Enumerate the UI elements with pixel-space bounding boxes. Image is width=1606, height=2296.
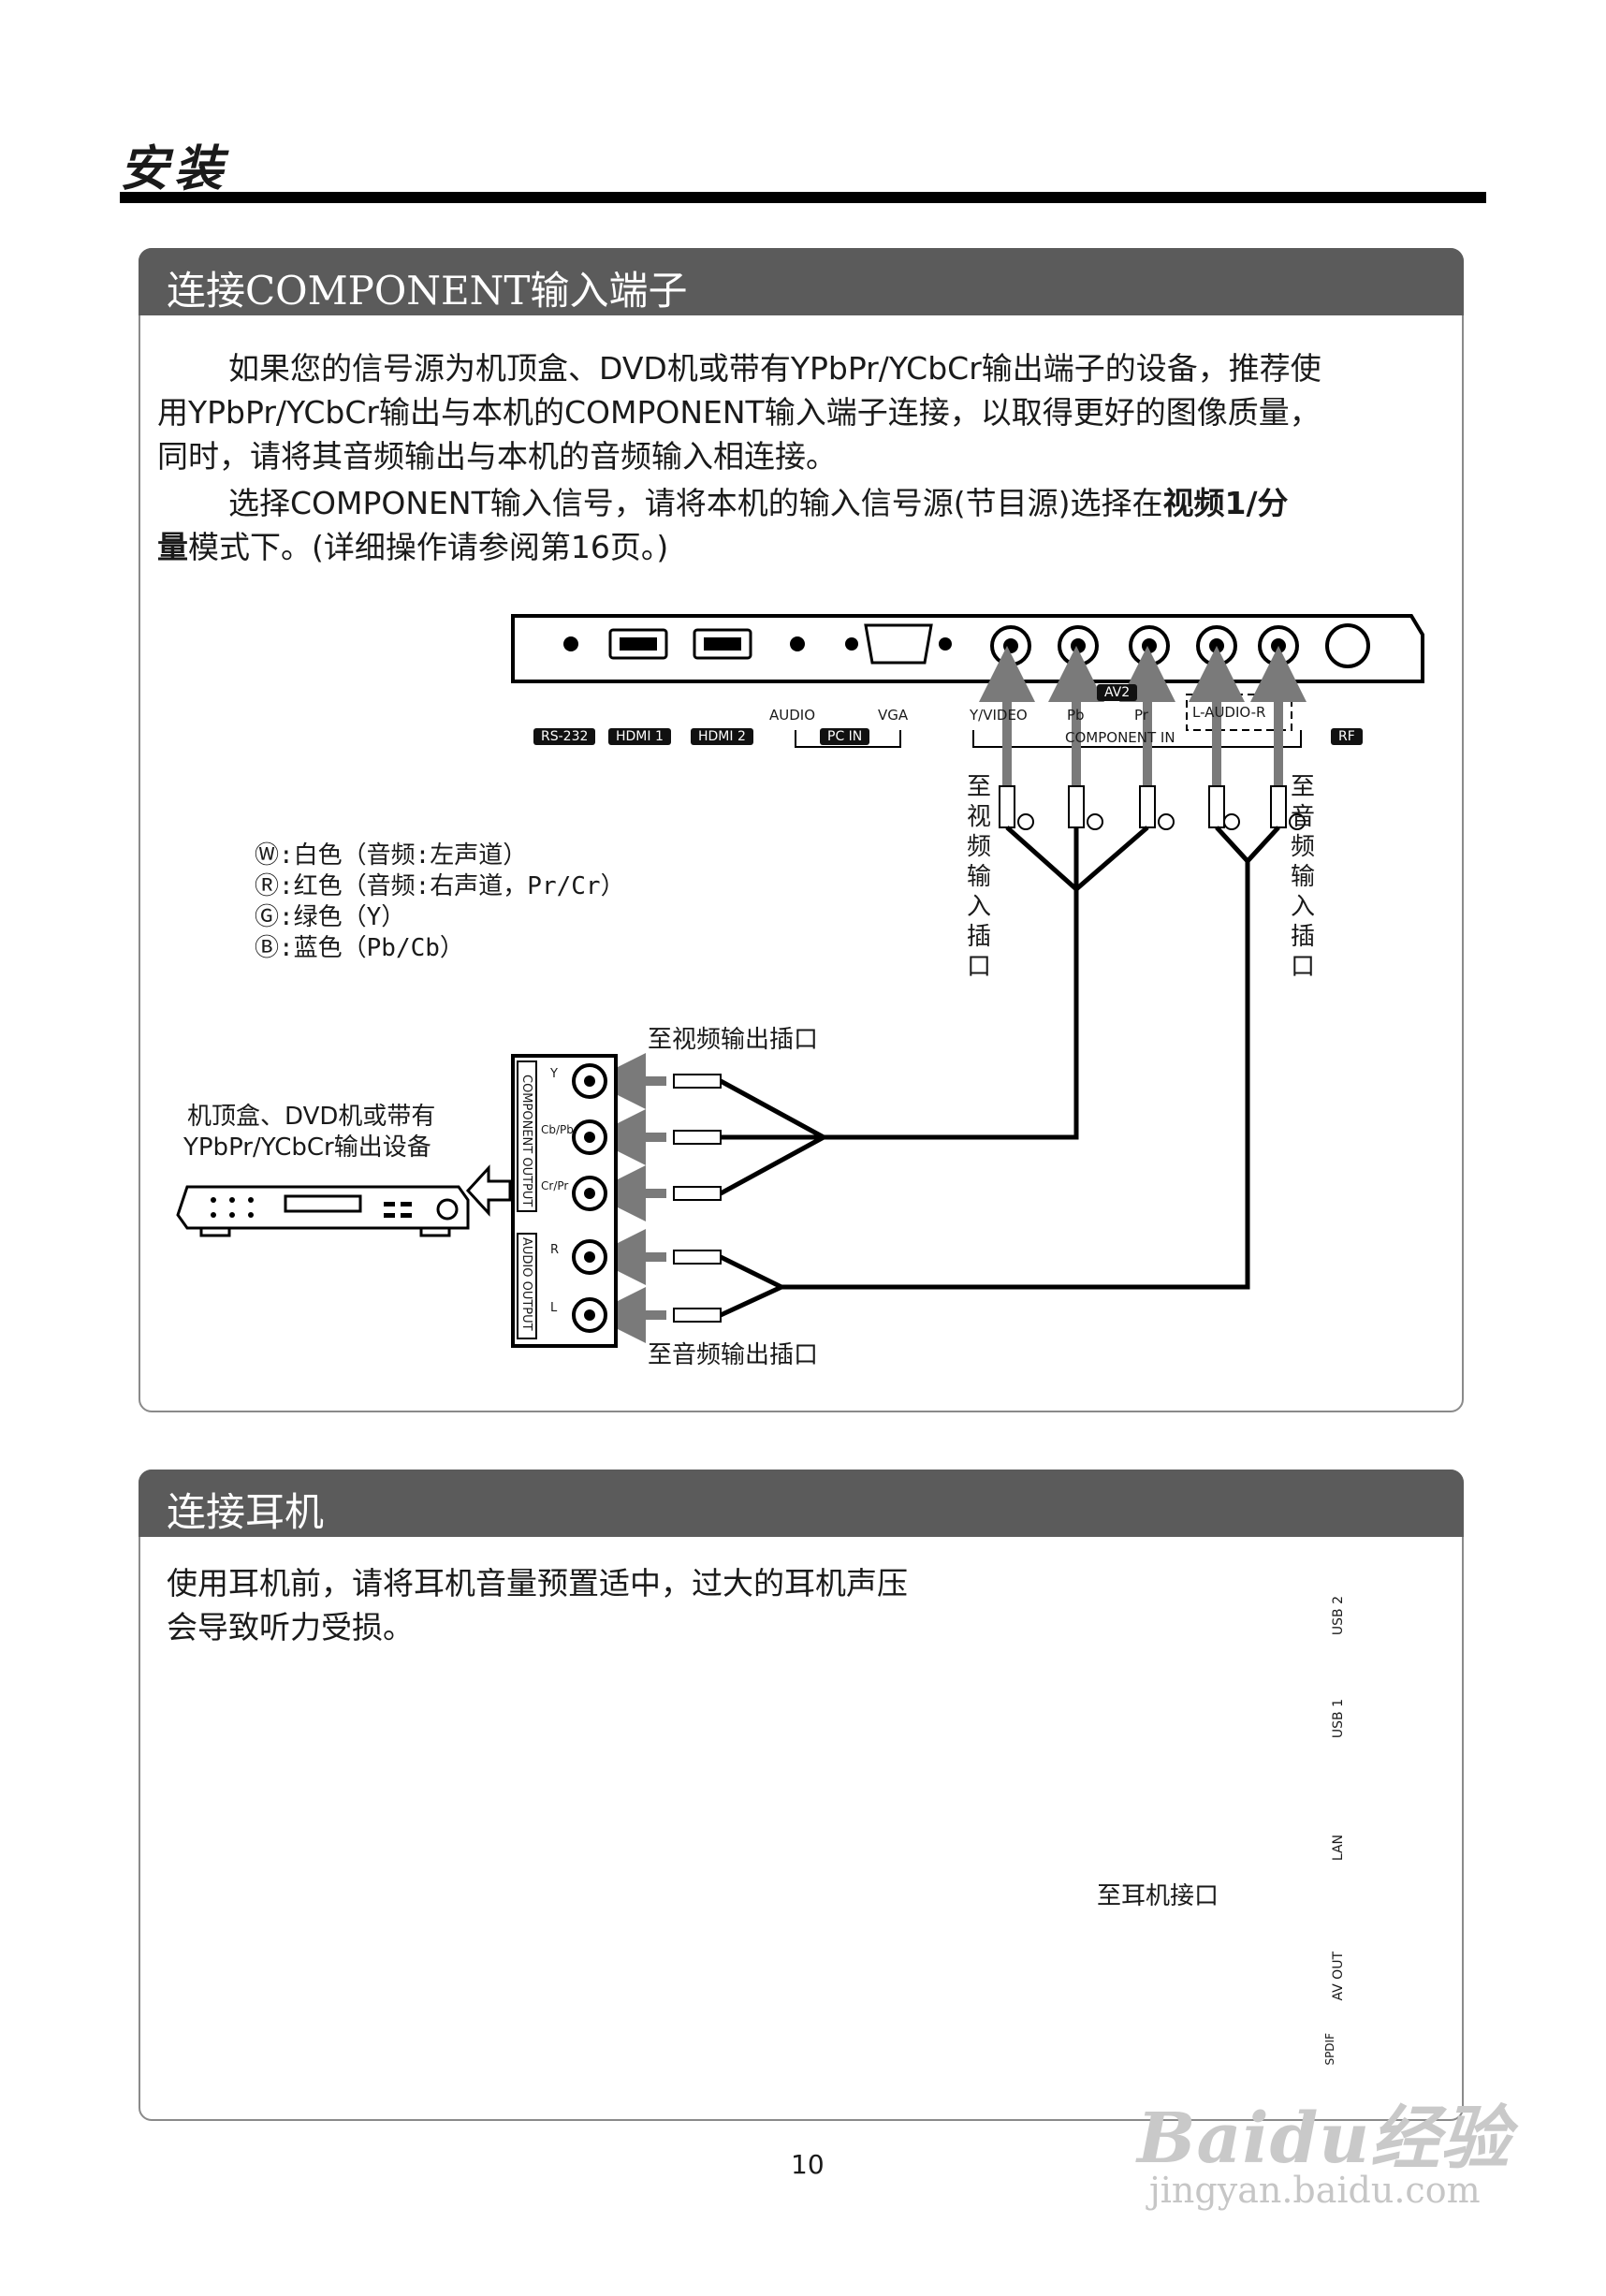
legend-white: Ⓦ:白色（音频:左声道） bbox=[255, 841, 528, 870]
component-para-1: 如果您的信号源为机顶盒、DVD机或带有YPbPr/YCbCr输出端子的设备，推荐… bbox=[157, 346, 1321, 478]
label-y-video: Y/VIDEO bbox=[970, 707, 1028, 724]
component-para-2: 选择COMPONENT输入信号，请将本机的输入信号源(节目源)选择在视频1/分 … bbox=[157, 481, 1289, 569]
para2-text: 选择COMPONENT输入信号，请将本机的输入信号源(节目源)选择在 bbox=[228, 485, 1163, 521]
label-spdif: SPDIF bbox=[1323, 2033, 1336, 2066]
legend-blue: Ⓑ:蓝色（Pb/Cb） bbox=[255, 934, 464, 962]
tag-hdmi2: HDMI 2 bbox=[691, 728, 753, 745]
section-component-title: 连接COMPONENT输入端子 bbox=[167, 268, 688, 314]
para2-line2-text: 模式下。(详细操作请参阅第16页。) bbox=[188, 529, 669, 565]
tag-rf: RF bbox=[1331, 728, 1363, 745]
tag-pc-in: PC IN bbox=[820, 728, 870, 745]
label-audio-output: AUDIO OUTPUT bbox=[519, 1237, 533, 1331]
baidu-watermark-url: jingyan.baidu.com bbox=[1149, 2170, 1481, 2211]
tag-av2: AV2 bbox=[1097, 684, 1138, 701]
page-title: 安装 bbox=[120, 140, 229, 197]
label-audio: AUDIO bbox=[769, 707, 816, 724]
device-label-line-2: YPbPr/YCbCr输出设备 bbox=[183, 1133, 431, 1162]
para1-line-2: 用YPbPr/YCbCr输出与本机的COMPONENT输入端子连接，以取得更好的… bbox=[157, 394, 1321, 431]
page-number: 10 bbox=[791, 2149, 825, 2180]
para2-line2-bold: 量 bbox=[157, 529, 188, 565]
label-to-video-in: 至视频输入插口 bbox=[966, 773, 991, 981]
label-l-audio-r: L-AUDIO-R bbox=[1192, 704, 1266, 721]
jack-label-cr: Cr/Pr bbox=[541, 1179, 569, 1192]
jack-label-l: L bbox=[550, 1301, 558, 1315]
section-headphone-header: 连接耳机 bbox=[139, 1470, 1464, 1537]
section-component-header: 连接COMPONENT输入端子 bbox=[139, 248, 1464, 315]
label-to-video-out: 至视频输出插口 bbox=[648, 1026, 819, 1054]
label-pb: Pb bbox=[1067, 707, 1085, 724]
label-to-audio-out: 至音频输出插口 bbox=[648, 1341, 819, 1369]
label-to-audio-in: 至音频输入插口 bbox=[1290, 773, 1315, 981]
section-headphone-title: 连接耳机 bbox=[167, 1489, 325, 1535]
label-vga: VGA bbox=[878, 707, 909, 724]
tv-back-panel bbox=[511, 614, 1424, 748]
dvd-device bbox=[176, 1185, 470, 1237]
headphone-para: 使用耳机前，请将耳机音量预置适中，过大的耳机声压 会导致听力受损。 bbox=[167, 1561, 908, 1649]
jack-label-y: Y bbox=[550, 1067, 558, 1081]
label-component-output: COMPONENT OUTPUT bbox=[519, 1075, 533, 1207]
tag-rs232: RS-232 bbox=[533, 728, 596, 745]
para1-line-3: 同时，请将其音频输出与本机的音频输入相连接。 bbox=[157, 438, 837, 475]
jack-label-r: R bbox=[550, 1243, 560, 1257]
legend-red: Ⓡ:红色（音频:右声道，Pr/Cr） bbox=[255, 872, 625, 900]
section-headphone: 连接耳机 bbox=[139, 1470, 1464, 2121]
device-label-line-1: 机顶盒、DVD机或带有 bbox=[187, 1103, 436, 1131]
label-to-earphone: 至耳机接口 bbox=[1097, 1882, 1219, 1910]
headphone-text-line-2: 会导致听力受损。 bbox=[167, 1609, 414, 1645]
tag-hdmi1: HDMI 1 bbox=[608, 728, 671, 745]
title-rule bbox=[120, 192, 1486, 203]
label-pr: Pr bbox=[1134, 707, 1148, 724]
para2-bold: 视频1/分 bbox=[1162, 485, 1289, 521]
jack-label-cb: Cb/Pb bbox=[541, 1123, 574, 1136]
headphone-text-line-1: 使用耳机前，请将耳机音量预置适中，过大的耳机声压 bbox=[167, 1565, 908, 1601]
device-output-panel bbox=[511, 1054, 618, 1348]
label-component-in: COMPONENT IN bbox=[1065, 729, 1175, 746]
label-usb2: USB 2 bbox=[1331, 1596, 1346, 1636]
label-av-out: AV OUT bbox=[1331, 1952, 1346, 2001]
legend-green: Ⓖ:绿色（Y） bbox=[255, 903, 406, 931]
para1-line-1: 如果您的信号源为机顶盒、DVD机或带有YPbPr/YCbCr输出端子的设备，推荐… bbox=[228, 350, 1321, 387]
label-usb1: USB 1 bbox=[1331, 1699, 1346, 1739]
label-lan: LAN bbox=[1331, 1835, 1346, 1862]
baidu-watermark: Baidu经验 bbox=[1137, 2099, 1511, 2179]
